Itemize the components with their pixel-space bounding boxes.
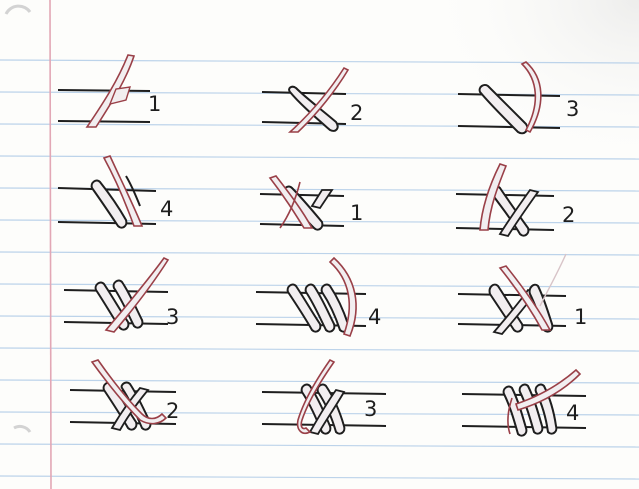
step-number: 4 <box>160 197 173 221</box>
step-number: 2 <box>350 101 363 125</box>
step-number: 2 <box>166 399 179 423</box>
step-number: 3 <box>166 305 179 329</box>
step-number: 3 <box>364 397 377 421</box>
step-number: 3 <box>566 97 579 121</box>
step-number: 2 <box>562 203 575 227</box>
step-number: 1 <box>148 92 161 116</box>
step-number: 4 <box>566 401 579 425</box>
margin-line <box>50 0 51 489</box>
step-number: 4 <box>368 305 381 329</box>
thread-top <box>58 90 150 91</box>
step-number: 1 <box>350 201 363 225</box>
thread-bottom <box>58 121 150 122</box>
step-number: 1 <box>574 305 587 329</box>
